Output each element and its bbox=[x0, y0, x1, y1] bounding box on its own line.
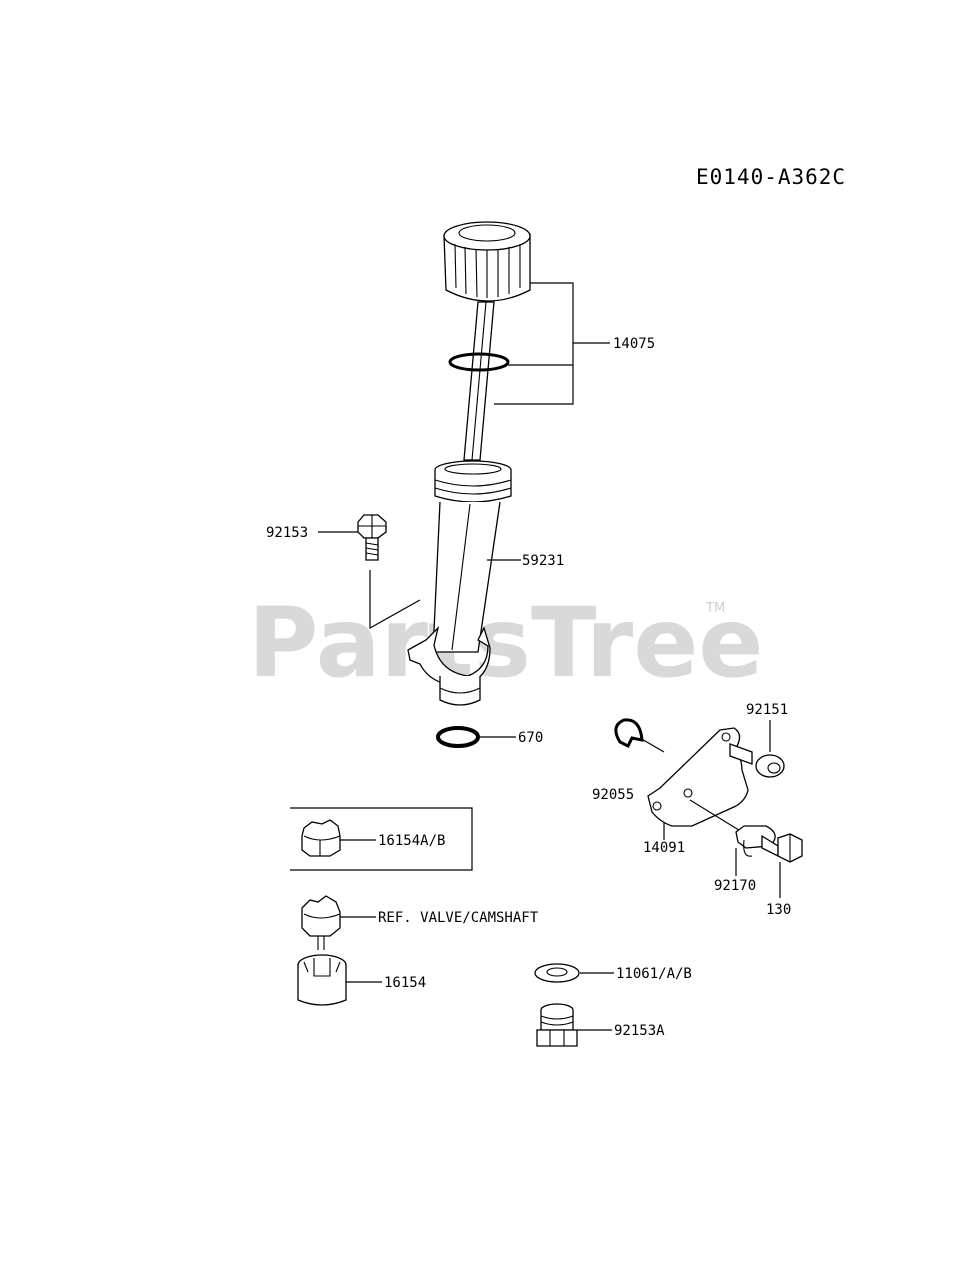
assembly-line-92153 bbox=[369, 570, 421, 630]
label-670[interactable]: 670 bbox=[518, 730, 543, 746]
gear-16154-part[interactable] bbox=[297, 954, 347, 1006]
dipstick-tube-part[interactable] bbox=[407, 460, 512, 706]
dipstick-part[interactable] bbox=[443, 221, 531, 461]
bolt-92151-part[interactable] bbox=[729, 743, 785, 778]
clip-92055-part[interactable] bbox=[614, 718, 644, 749]
label-11061[interactable]: 11061/A/B bbox=[616, 966, 692, 982]
label-14091[interactable]: 14091 bbox=[643, 840, 685, 856]
watermark-trademark: TM bbox=[705, 601, 725, 616]
label-14075[interactable]: 14075 bbox=[613, 336, 655, 352]
bolt-92153-part[interactable] bbox=[357, 514, 387, 561]
leader-92055 bbox=[639, 737, 665, 753]
label-92170[interactable]: 92170 bbox=[714, 878, 756, 894]
bolt-130-part[interactable] bbox=[761, 833, 803, 863]
leader-14075 bbox=[494, 282, 610, 405]
watermark-text: PartsTree bbox=[248, 587, 763, 699]
label-16154A-B[interactable]: 16154A/B bbox=[378, 833, 445, 849]
label-92153A[interactable]: 92153A bbox=[614, 1023, 665, 1039]
plug-92153A-part[interactable] bbox=[536, 1003, 578, 1047]
label-59231[interactable]: 59231 bbox=[522, 553, 564, 569]
label-130[interactable]: 130 bbox=[766, 902, 791, 918]
diagram-code: E0140-A362C bbox=[696, 165, 846, 189]
label-16154[interactable]: 16154 bbox=[384, 975, 426, 991]
gear-ref-valve-camshaft-part[interactable] bbox=[301, 895, 341, 950]
label-92151[interactable]: 92151 bbox=[746, 702, 788, 718]
label-ref-valve-camshaft[interactable]: REF. VALVE/CAMSHAFT bbox=[378, 910, 539, 926]
o-ring-670-part[interactable] bbox=[436, 726, 480, 748]
callout-box-16154A-B bbox=[290, 807, 473, 871]
label-92055[interactable]: 92055 bbox=[592, 787, 634, 803]
gear-16154A-B-part[interactable] bbox=[301, 819, 341, 857]
bracket-14091-part[interactable] bbox=[647, 727, 749, 833]
label-92153[interactable]: 92153 bbox=[266, 525, 308, 541]
washer-11061-part[interactable] bbox=[534, 963, 580, 983]
